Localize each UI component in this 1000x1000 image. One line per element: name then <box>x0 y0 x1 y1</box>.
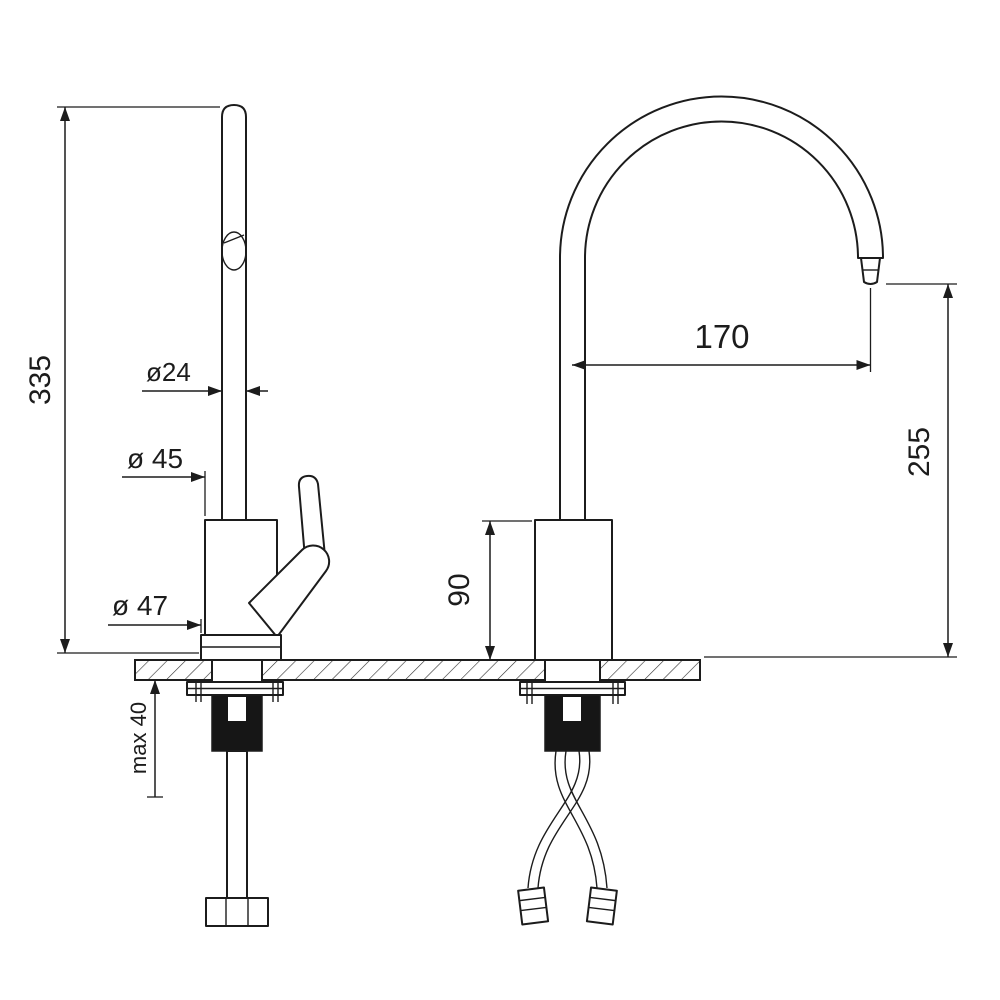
side-view <box>534 95 884 661</box>
dimension-label: 90 <box>443 573 476 606</box>
threaded-stud <box>226 750 248 899</box>
hose-connector-left <box>517 886 550 926</box>
countertop <box>134 658 701 682</box>
hose-connector-body <box>585 886 618 926</box>
hose-connector-body <box>517 886 550 926</box>
gooseneck-spout <box>559 95 884 521</box>
dimension-spout-diameter: ø24 <box>142 357 268 396</box>
dimension-label: ø 47 <box>112 590 168 621</box>
front-view <box>200 104 331 661</box>
dimension-label: ø24 <box>146 357 191 387</box>
handle-stick <box>297 474 326 559</box>
dimension-label: 170 <box>694 318 749 355</box>
aerator-detail-line <box>223 234 245 244</box>
dimension-label: ø 45 <box>127 443 183 474</box>
flexible-hose <box>537 750 591 889</box>
mixer-body-side <box>534 519 613 661</box>
hose-connector-right <box>585 886 618 926</box>
flexible-hose <box>554 750 598 889</box>
fixing-block-slot <box>563 697 581 721</box>
side-view-mounting-hardware <box>517 681 626 926</box>
dimension-spout-reach: 170 <box>572 288 872 372</box>
handle-lever <box>248 544 331 638</box>
dimension-label: max 40 <box>126 702 151 774</box>
spout-outlet <box>860 257 881 285</box>
dimension-max-thickness: max 40 <box>126 680 163 798</box>
hose-connector-line <box>588 906 615 912</box>
hose-connector-line <box>589 896 616 902</box>
dimension-label: 335 <box>24 355 57 405</box>
aerator-detail <box>221 231 247 271</box>
hex-nut <box>205 897 269 927</box>
fixing-block-slot <box>228 697 246 721</box>
front-view-mounting-hardware <box>186 681 284 927</box>
dimension-body-height: 90 <box>443 520 532 660</box>
flexible-hose <box>527 750 581 889</box>
dimension-label: 255 <box>903 427 936 477</box>
flexible-hose <box>564 750 608 889</box>
mounting-hole-side <box>545 658 600 682</box>
dimension-outlet-height: 255 <box>704 283 957 658</box>
hose-connector-line <box>519 896 546 902</box>
dimension-base-diameter: ø 47 <box>108 590 202 633</box>
dimension-body-diameter: ø 45 <box>122 443 206 516</box>
dimension-overall-height: 335 <box>24 106 220 654</box>
hose-connector-line <box>520 906 547 912</box>
spout-tube <box>221 104 247 521</box>
mounting-hole-front <box>212 658 262 682</box>
